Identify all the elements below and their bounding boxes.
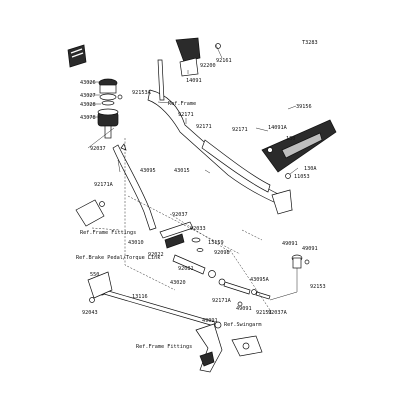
part-label-49091-c: 49091 bbox=[236, 306, 252, 312]
part-label-14091: 14091 bbox=[186, 78, 202, 84]
part-label-92081: 92081 bbox=[178, 266, 194, 272]
part-label-92037: 92037 bbox=[90, 146, 106, 152]
part-label-92171-c: 92171 bbox=[232, 127, 248, 133]
part-label-11053: 11053 bbox=[294, 174, 310, 180]
part-label-92043: 92043 bbox=[82, 310, 98, 316]
part-label-14091A: 14091A bbox=[268, 125, 288, 131]
pedal-bracket bbox=[87, 271, 113, 303]
part-label-550: 550 bbox=[90, 272, 99, 278]
swingarm-fitting bbox=[231, 335, 263, 357]
part-label-92171-a: 92171 bbox=[178, 112, 194, 118]
upper-cover-14091 bbox=[175, 37, 221, 77]
reservoir-hose bbox=[112, 143, 157, 231]
part-label-92037A: 92037A bbox=[268, 310, 288, 316]
part-label-43015: 43015 bbox=[174, 168, 190, 174]
dashed-reference-lines bbox=[91, 138, 271, 311]
part-label-130A: 130A bbox=[304, 166, 317, 172]
part-label-92171A-b: 92171A bbox=[212, 298, 232, 304]
ref-frame-fittings-left-label: Ref.Frame Fittings bbox=[80, 230, 136, 236]
manual-book-icon bbox=[67, 44, 87, 68]
part-label-130: 130 bbox=[286, 136, 295, 142]
part-label-43026: 43026 bbox=[80, 80, 96, 86]
reservoir-right bbox=[269, 254, 310, 301]
part-label-92098: 92098 bbox=[214, 250, 230, 256]
leader-lines bbox=[87, 44, 299, 175]
part-label-43095A: 43095A bbox=[250, 277, 270, 283]
diagram-code: T3283 bbox=[302, 40, 318, 46]
part-label-49091-d: 49091 bbox=[202, 318, 218, 324]
part-label-92161: 92161 bbox=[216, 58, 232, 64]
part-label-43078: 43078 bbox=[80, 115, 96, 121]
part-label-92171-b: 92171 bbox=[196, 124, 212, 130]
part-label-92153A: 92153A bbox=[132, 90, 152, 96]
part-label-92153: 92153 bbox=[310, 284, 326, 290]
part-label-43028: 43028 bbox=[80, 102, 96, 108]
ref-frame-fittings-left-line1: Ref.Frame Fittings bbox=[80, 230, 136, 236]
part-label-92037-b: 92037 bbox=[172, 212, 188, 218]
part-label-43010: 43010 bbox=[128, 240, 144, 246]
part-label-92200: 92200 bbox=[200, 63, 216, 69]
part-label-43095: 43095 bbox=[140, 168, 156, 174]
part-label-13159: 13159 bbox=[208, 240, 224, 246]
part-label-92153-b: 92153 bbox=[256, 310, 272, 316]
frame-tube bbox=[147, 59, 293, 215]
part-label-92171A: 92171A bbox=[94, 182, 114, 188]
ref-frame-fittings-bottom-label: Ref.Frame Fittings bbox=[136, 344, 192, 350]
bottom-frame-fitting bbox=[195, 323, 223, 373]
part-label-92022: 92022 bbox=[148, 252, 164, 258]
part-label-39156: 39156 bbox=[296, 104, 312, 110]
part-label-43020: 43020 bbox=[170, 280, 186, 286]
part-label-49091-b: 49091 bbox=[302, 246, 318, 252]
part-label-49091: 49091 bbox=[282, 241, 298, 247]
ref-swingarm-label: Ref.Swingarm bbox=[224, 322, 261, 328]
part-label-13116: 13116 bbox=[132, 294, 148, 300]
master-cylinder-assembly bbox=[97, 78, 123, 139]
left-bracket bbox=[75, 199, 105, 227]
part-label-92033: 92033 bbox=[190, 226, 206, 232]
guard-39156 bbox=[261, 119, 337, 179]
push-rod-group bbox=[159, 221, 271, 307]
ref-brake-pedal-label: Ref.Brake Pedal/Torque Link bbox=[76, 255, 161, 261]
part-label-43027: 43027 bbox=[80, 93, 96, 99]
ref-frame-label: Ref.Frame bbox=[168, 101, 196, 107]
